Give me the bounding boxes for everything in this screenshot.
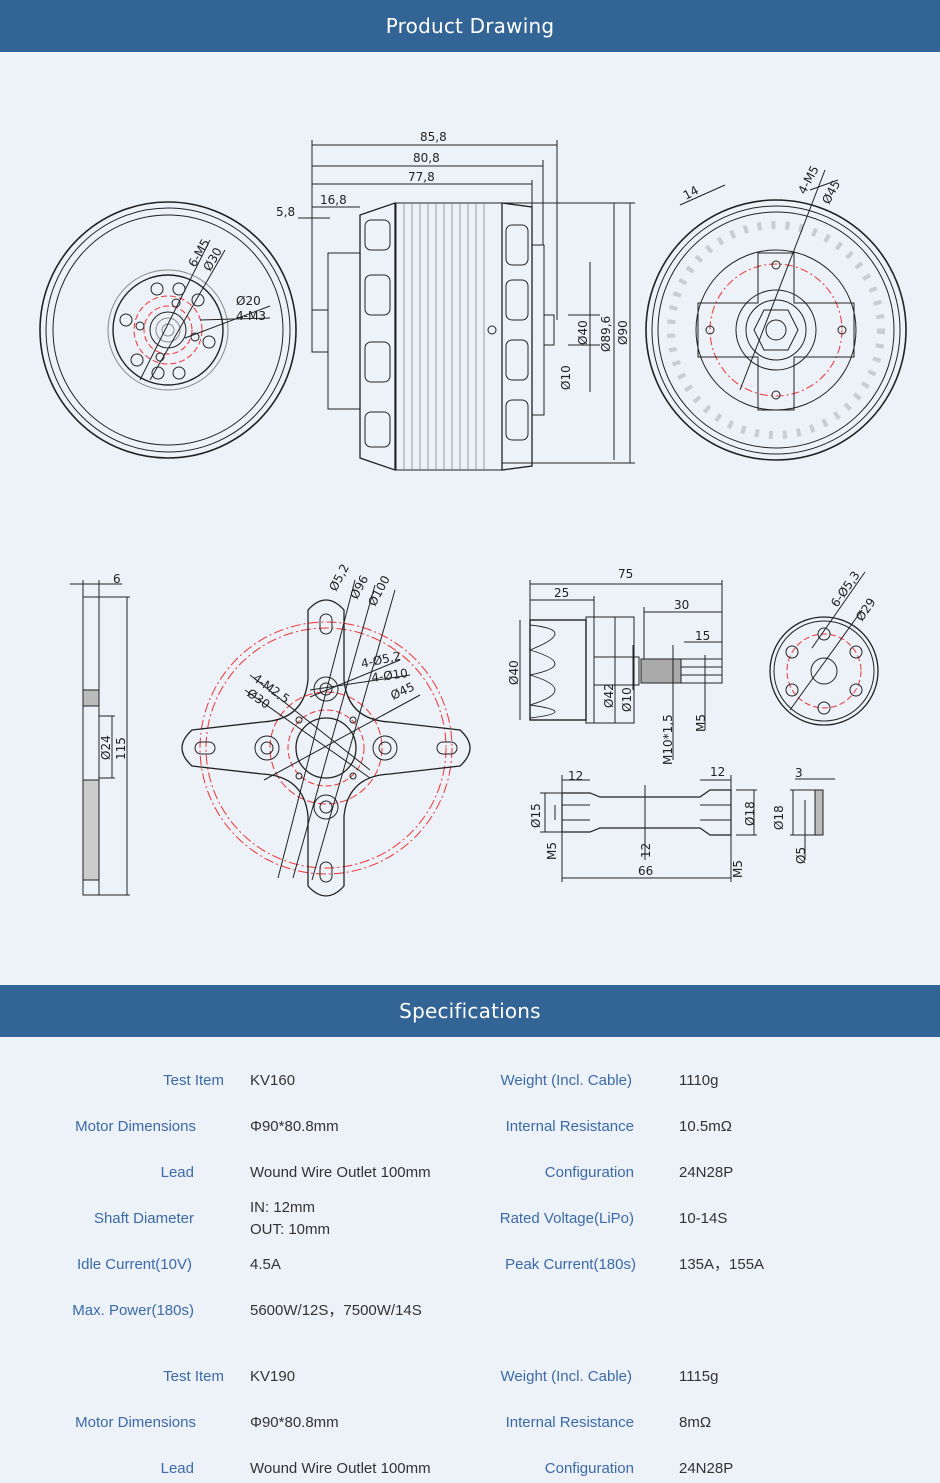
spec-value: Wound Wire Outlet 100mm [250,1460,431,1477]
spec-row: Motor Dimensions Φ90*80.8mm Internal Res… [0,1117,940,1141]
mount-side-drawing [70,580,130,896]
spec-value: 24N28P [679,1460,734,1477]
spec-label: Test Item [163,1072,224,1089]
svg-text:Ø40: Ø40 [576,320,590,345]
svg-text:Ø100: Ø100 [365,573,393,608]
svg-text:14: 14 [681,183,701,203]
svg-text:Ø10: Ø10 [559,365,573,390]
svg-text:Ø90: Ø90 [616,320,630,345]
svg-text:Ø20: Ø20 [236,294,261,308]
svg-text:85,8: 85,8 [420,130,447,144]
svg-text:Ø89,6: Ø89,6 [599,316,613,352]
spec-label: Internal Resistance [505,1414,634,1431]
spec-row: Test Item KV190 Weight (Incl. Cable) 111… [0,1367,940,1391]
rear-view-drawing [645,169,907,461]
spec-row: Idle Current(10V) 4.5A Peak Current(180s… [0,1255,940,1279]
section-header-product-drawing: Product Drawing [0,0,940,52]
svg-text:6-Ø5,3: 6-Ø5,3 [828,569,863,610]
svg-text:M5: M5 [731,860,745,878]
spec-value: 5600W/12S，7500W/14S [250,1302,422,1319]
spec-label: Configuration [544,1164,634,1181]
spec-label: Configuration [544,1460,634,1477]
svg-text:M5: M5 [694,714,708,732]
svg-text:115: 115 [114,737,128,760]
svg-text:66: 66 [638,864,653,878]
spec-row: Shaft Diameter IN: 12mm OUT: 10mm Rated … [0,1199,940,1238]
svg-text:M5: M5 [545,842,559,860]
svg-text:5,8: 5,8 [276,205,295,219]
svg-text:Ø5: Ø5 [794,847,808,864]
product-drawing: 6-M5 Ø30 Ø20 4-M3 85,8 80,8 77,8 16,8 5,… [0,52,940,985]
spec-value: OUT: 10mm [250,1221,331,1238]
spec-label: Lead [160,1460,194,1477]
mount-front-drawing [181,579,471,897]
svg-text:4-M3: 4-M3 [236,309,266,323]
section-header-specifications: Specifications [0,985,940,1037]
svg-text:12: 12 [568,769,583,783]
spec-value: 1110g [679,1072,719,1089]
svg-text:75: 75 [618,567,633,581]
svg-text:15: 15 [695,629,710,643]
spec-value: KV160 [250,1072,296,1089]
spec-value: Φ90*80.8mm [250,1118,339,1135]
spec-label: Idle Current(10V) [76,1256,192,1273]
svg-text:77,8: 77,8 [408,170,435,184]
spec-label: Weight (Incl. Cable) [500,1072,632,1089]
spec-label: Internal Resistance [505,1118,634,1135]
svg-text:25: 25 [554,586,569,600]
svg-text:M10*1,5: M10*1,5 [661,714,675,765]
svg-text:4-Ø10: 4-Ø10 [370,666,408,685]
svg-text:Ø5,2: Ø5,2 [326,562,352,594]
front-view-drawing [39,201,297,459]
spec-value: 10-14S [679,1210,728,1227]
spec-value: IN: 12mm [250,1199,316,1216]
side-view-drawing [298,140,635,471]
svg-text:Ø24: Ø24 [99,735,113,760]
spec-value: 135A，155A [679,1256,765,1273]
spec-label: Shaft Diameter [93,1210,194,1227]
svg-text:Ø18: Ø18 [772,805,786,830]
spec-label: Peak Current(180s) [505,1256,636,1273]
svg-text:Ø45: Ø45 [819,178,843,206]
svg-text:4-M5: 4-M5 [795,163,821,196]
spec-row: Motor Dimensions Φ90*80.8mm Internal Res… [0,1413,940,1437]
svg-text:Ø42: Ø42 [602,683,616,708]
spec-row: Lead Wound Wire Outlet 100mm Configurati… [0,1459,940,1483]
svg-text:Ø29: Ø29 [853,595,879,623]
svg-text:Ø18: Ø18 [743,801,757,826]
standoff-drawing [540,775,835,882]
spec-row: Lead Wound Wire Outlet 100mm Configurati… [0,1163,940,1187]
svg-text:30: 30 [674,598,689,612]
svg-text:3: 3 [795,766,803,780]
svg-text:Ø40: Ø40 [507,660,521,685]
spec-label: Rated Voltage(LiPo) [499,1210,634,1227]
svg-text:12: 12 [639,843,653,858]
svg-text:16,8: 16,8 [320,193,347,207]
spec-value: 1115g [679,1368,719,1385]
spec-label: Motor Dimensions [75,1118,196,1135]
spec-row: Max. Power(180s) 5600W/12S，7500W/14S [0,1301,940,1325]
svg-text:80,8: 80,8 [413,151,440,165]
spec-value: Wound Wire Outlet 100mm [250,1164,431,1181]
spec-value: KV190 [250,1368,296,1385]
spec-label: Lead [160,1164,194,1181]
spec-row: Test Item KV160 Weight (Incl. Cable) 111… [0,1071,940,1095]
spec-value: 4.5A [250,1256,281,1273]
prop-adapter-drawing [519,580,723,760]
spec-label: Test Item [163,1368,224,1385]
svg-text:Ø10: Ø10 [620,687,634,712]
svg-text:6: 6 [113,572,121,586]
spec-label: Weight (Incl. Cable) [500,1368,632,1385]
spec-label: Max. Power(180s) [72,1302,194,1319]
spec-value: 8mΩ [679,1414,712,1431]
svg-text:Ø15: Ø15 [529,803,543,828]
spec-value: 10.5mΩ [679,1118,732,1135]
spec-value: Φ90*80.8mm [250,1414,339,1431]
adapter-top-drawing [769,571,879,726]
spec-label: Motor Dimensions [75,1414,196,1431]
svg-text:12: 12 [710,765,725,779]
spec-value: 24N28P [679,1164,734,1181]
